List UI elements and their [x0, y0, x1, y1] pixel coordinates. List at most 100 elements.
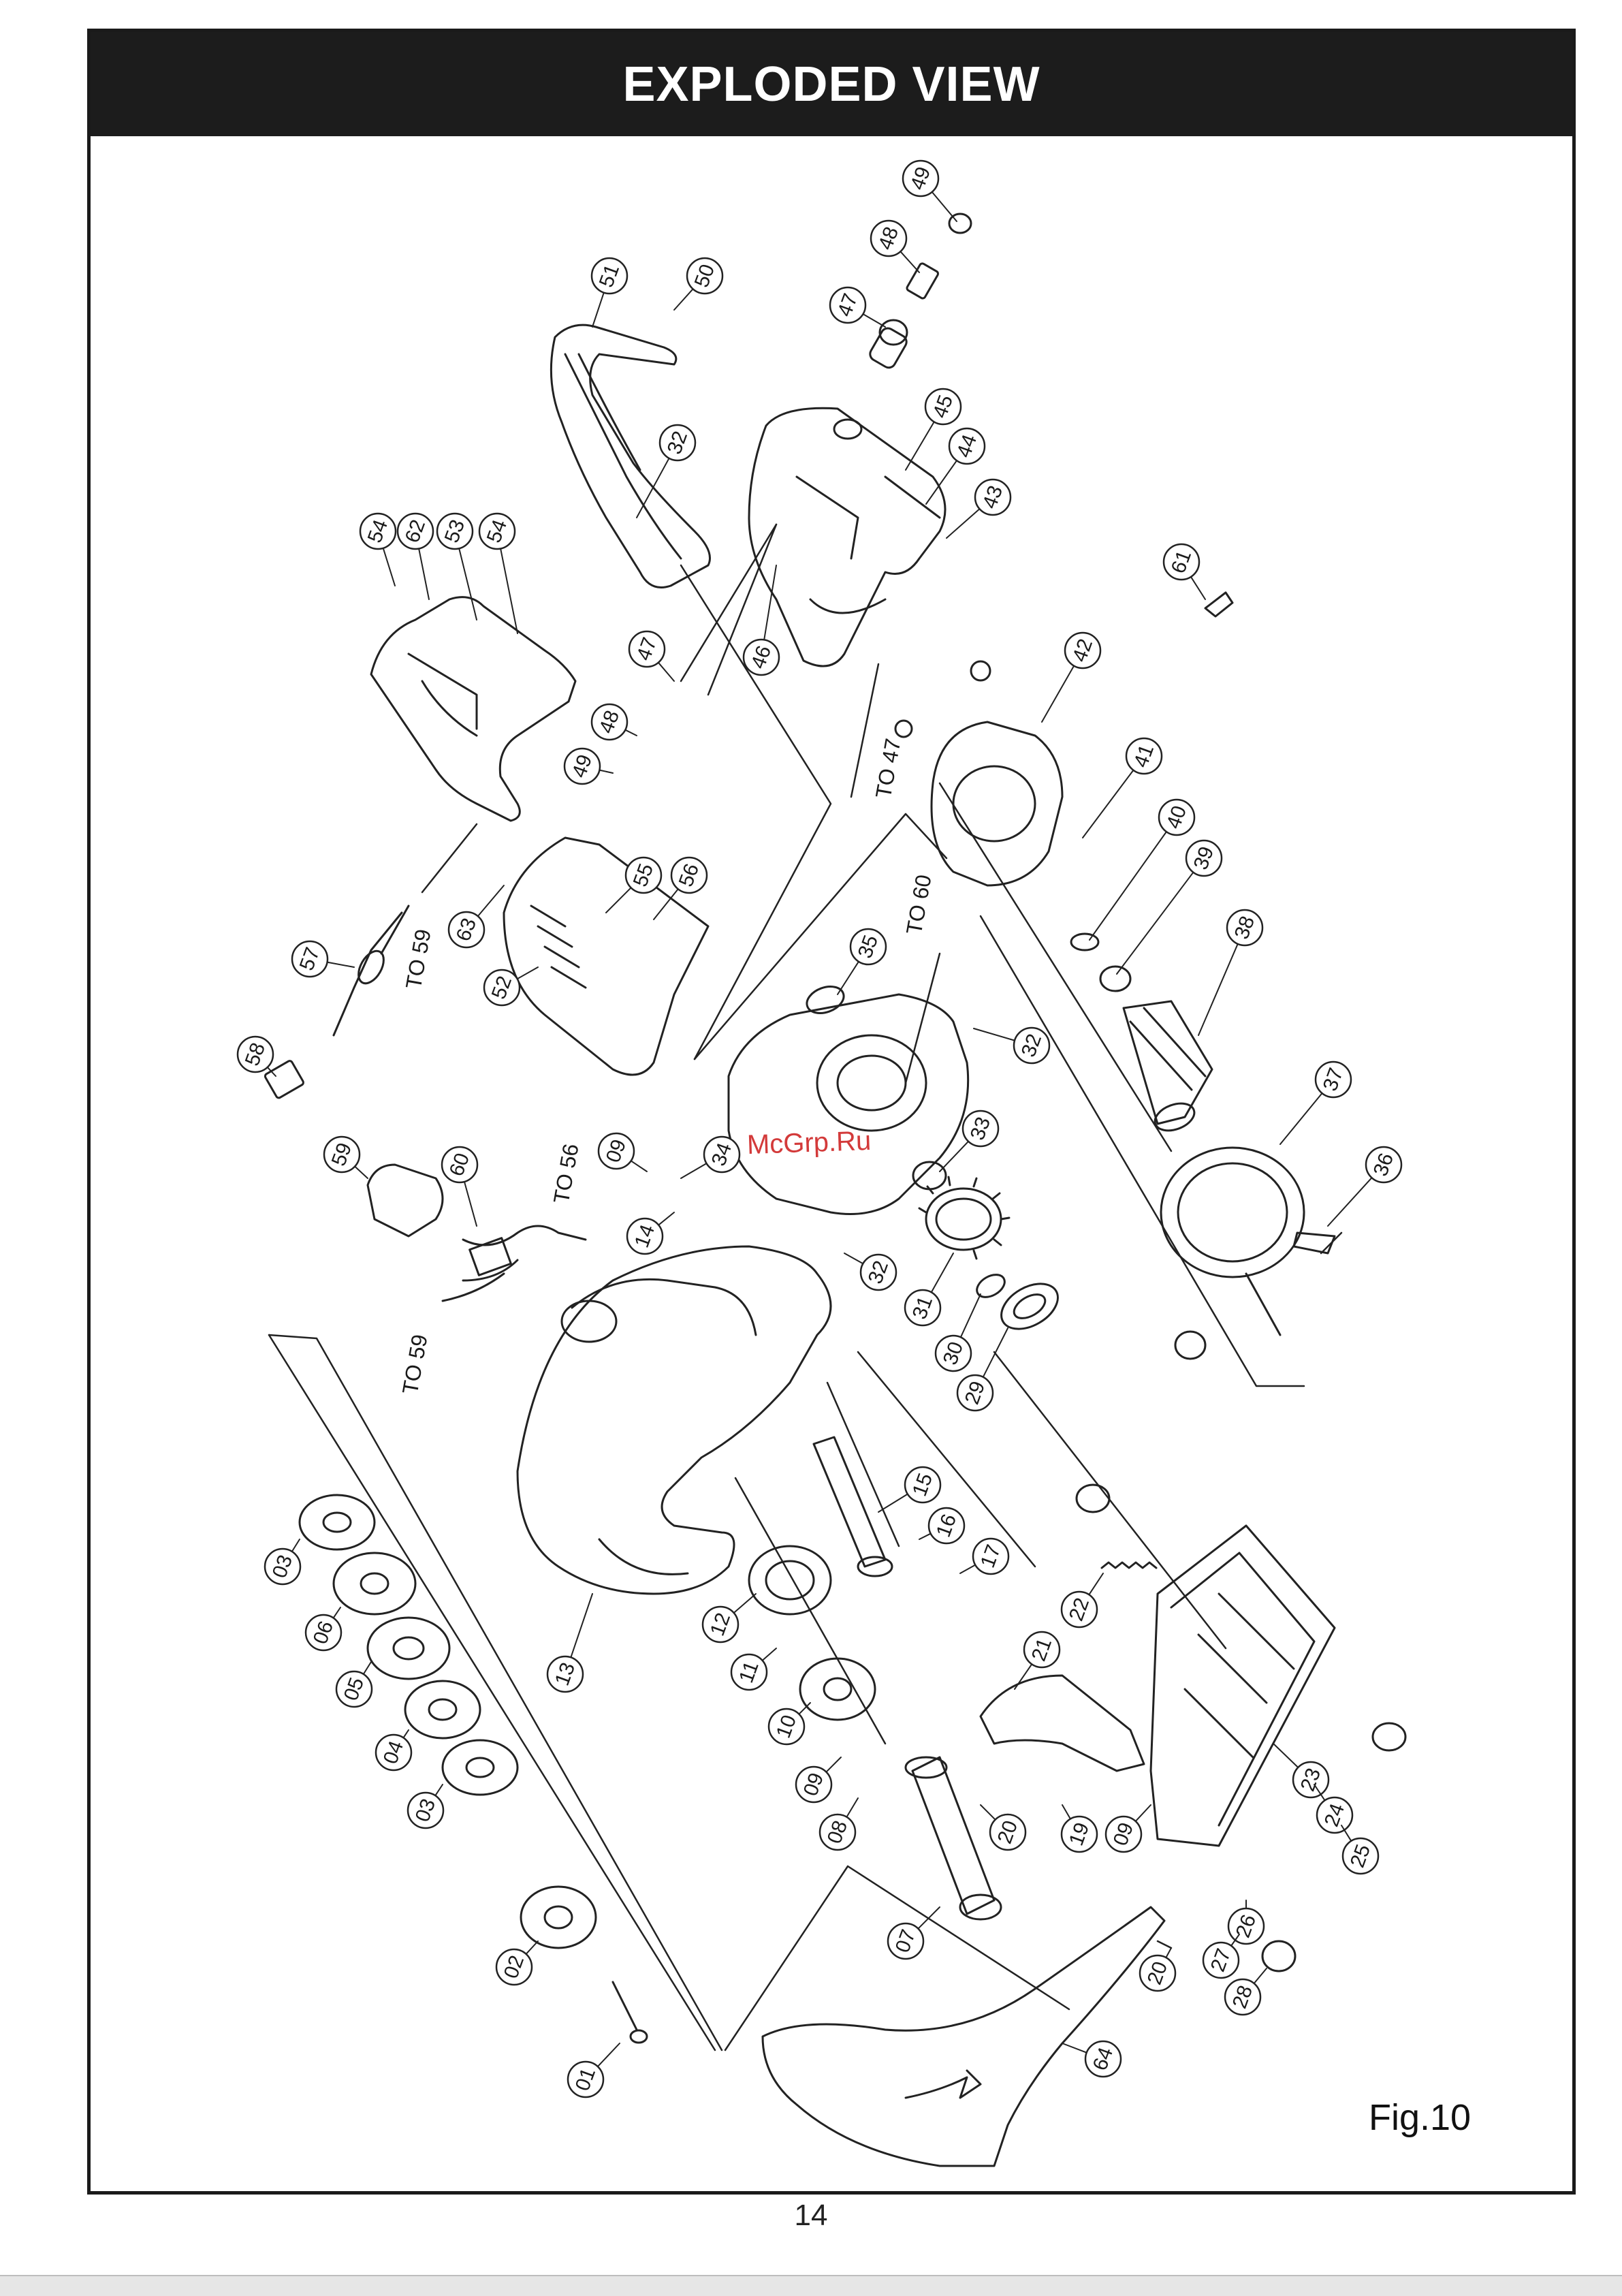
callout-49: 49 — [903, 161, 957, 221]
callout-leader-line — [734, 1594, 756, 1612]
callout-02: 02 — [496, 1941, 538, 1985]
callout-leader-line — [1198, 945, 1237, 1035]
callout-leader-line — [1042, 666, 1074, 722]
gearbox-part-34 — [729, 994, 968, 1214]
callout-19: 19 — [1062, 1805, 1097, 1852]
callout-13: 13 — [547, 1594, 592, 1692]
callout-22: 22 — [1062, 1573, 1103, 1627]
plate-part-10 — [800, 1658, 875, 1720]
callout-32: 32 — [844, 1253, 896, 1290]
callout-leader-line — [600, 770, 613, 773]
callout-leader-line — [919, 1907, 940, 1928]
callout-39: 39 — [1117, 840, 1222, 974]
callout-leader-line — [1328, 1178, 1371, 1226]
callout-34: 34 — [681, 1137, 740, 1178]
callout-leader-line — [1166, 1948, 1171, 1957]
callout-leader-line — [961, 1294, 981, 1336]
callout-leader-line — [960, 1565, 974, 1573]
callout-leader-line — [926, 461, 956, 504]
callout-leader-line — [637, 459, 669, 518]
callout-leader-line — [827, 1757, 841, 1772]
callout-63: 63 — [449, 885, 504, 947]
wire-reference-label: TO 56 — [549, 1142, 584, 1205]
callout-36: 36 — [1328, 1147, 1401, 1226]
wiring-part-60 — [443, 1226, 586, 1301]
callout-48: 48 — [871, 221, 919, 272]
callout-leader-line — [1117, 873, 1193, 974]
callout-leader-line — [932, 1253, 953, 1291]
callout-64: 64 — [1062, 2041, 1121, 2077]
wire-reference-label: TO 59 — [398, 1332, 432, 1396]
callout-47: 47 — [830, 287, 885, 327]
callout-leader-line — [674, 289, 693, 310]
callout-leader-line — [878, 1494, 907, 1512]
callout-leader-line — [1280, 1094, 1322, 1144]
callout-40: 40 — [1090, 800, 1194, 940]
bearing-part-39 — [1100, 966, 1130, 991]
stator-part-42 — [895, 661, 1062, 885]
callout-leader-line — [974, 1028, 1014, 1040]
roller-part-right — [1373, 1723, 1405, 1750]
callout-46: 46 — [744, 565, 779, 675]
callout-leader-line — [459, 549, 477, 620]
flange-part-12 — [749, 1546, 831, 1614]
callout-32: 32 — [637, 425, 695, 518]
callout-leader-line — [364, 1662, 371, 1673]
watermark-text: McGrp.Ru — [746, 1126, 872, 1161]
callout-leader-line — [658, 663, 674, 681]
callout-leader-line — [838, 962, 858, 994]
handle-cover-part-53 — [371, 597, 575, 821]
callout-57: 57 — [292, 941, 354, 977]
callout-leader-line — [981, 1805, 995, 1819]
callout-leader-line — [1136, 1805, 1151, 1821]
callout-leader-line — [764, 565, 776, 639]
callout-21: 21 — [1015, 1632, 1060, 1689]
callout-62: 62 — [398, 514, 433, 599]
plug-part-58 — [264, 1060, 304, 1099]
callout-09: 09 — [1106, 1805, 1151, 1852]
callout-leader-line — [863, 315, 885, 327]
callout-41: 41 — [1083, 738, 1162, 838]
callout-42: 42 — [1042, 633, 1100, 722]
callout-59: 59 — [324, 1137, 368, 1178]
power-cord-part-57 — [334, 906, 409, 1035]
callout-08: 08 — [820, 1798, 858, 1850]
callout-leader-line — [763, 1648, 776, 1660]
screw-part-01 — [613, 1982, 647, 2043]
callout-11: 11 — [731, 1648, 776, 1690]
callout-leader-line — [847, 1798, 858, 1817]
callout-leader-line — [901, 252, 919, 272]
callout-leader-line — [328, 962, 354, 967]
callout-26: 26 — [1228, 1900, 1264, 1944]
callout-07: 07 — [888, 1907, 940, 1959]
callout-37: 37 — [1280, 1062, 1351, 1144]
callout-33: 33 — [940, 1111, 998, 1171]
callout-leader-line — [419, 549, 429, 599]
callout-leader-line — [1254, 1968, 1267, 1983]
callout-31: 31 — [905, 1253, 953, 1325]
callout-54: 54 — [479, 514, 518, 633]
wire-reference-label: TO 60 — [902, 872, 936, 936]
callout-10: 10 — [769, 1703, 810, 1744]
callout-12: 12 — [703, 1594, 756, 1642]
callout-58: 58 — [238, 1037, 276, 1076]
spindle-part-07 — [906, 1757, 1001, 1919]
callout-leader-line — [518, 967, 538, 979]
guard-part-64 — [763, 1907, 1164, 2166]
callout-38: 38 — [1198, 910, 1262, 1035]
callout-leader-line — [383, 549, 395, 586]
callout-25: 25 — [1341, 1825, 1378, 1874]
callout-55: 55 — [606, 858, 661, 913]
blade-guard-part-13 — [518, 1246, 831, 1594]
callout-leader-line — [631, 1161, 647, 1171]
callout-20: 20 — [981, 1805, 1025, 1850]
callout-48: 48 — [592, 704, 637, 740]
callout-leader-line — [436, 1784, 443, 1795]
callout-leader-line — [906, 422, 934, 470]
callout-leader-line — [464, 1182, 477, 1226]
callout-leader-line — [659, 1212, 674, 1225]
callout-32: 32 — [974, 1028, 1049, 1063]
callout-61: 61 — [1164, 544, 1205, 599]
callout-leader-line — [844, 1253, 862, 1263]
